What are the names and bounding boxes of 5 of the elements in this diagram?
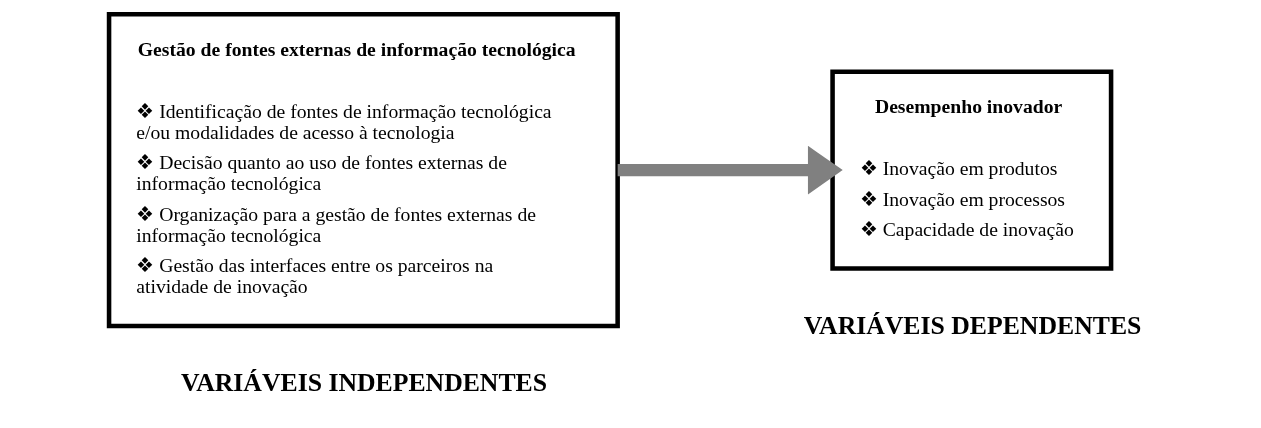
arrow <box>617 145 843 195</box>
node-label: VARIÁVEIS INDEPENDENTES <box>180 368 548 398</box>
node-box: Gestão de fontes externas de informação tecnológica ❖ Identificação de fontes de informação tecnológica e/ou modalidades de acesso à tecnologia ❖ Decisão quanto ao uso de fontes externas de informação tecnológica ❖ Organização para a gestão de fontes externas de informação tecnológica ❖ Gestão das interfaces entre os parceiros na atividade de inovação <box>106 11 620 329</box>
node-box: Desempenho inovador ❖ Inovação em produtos ❖ Inovação em processos ❖ Capacidade de inovação <box>830 69 1114 271</box>
node-label: VARIÁVEIS DEPENDENTES <box>803 310 1142 340</box>
